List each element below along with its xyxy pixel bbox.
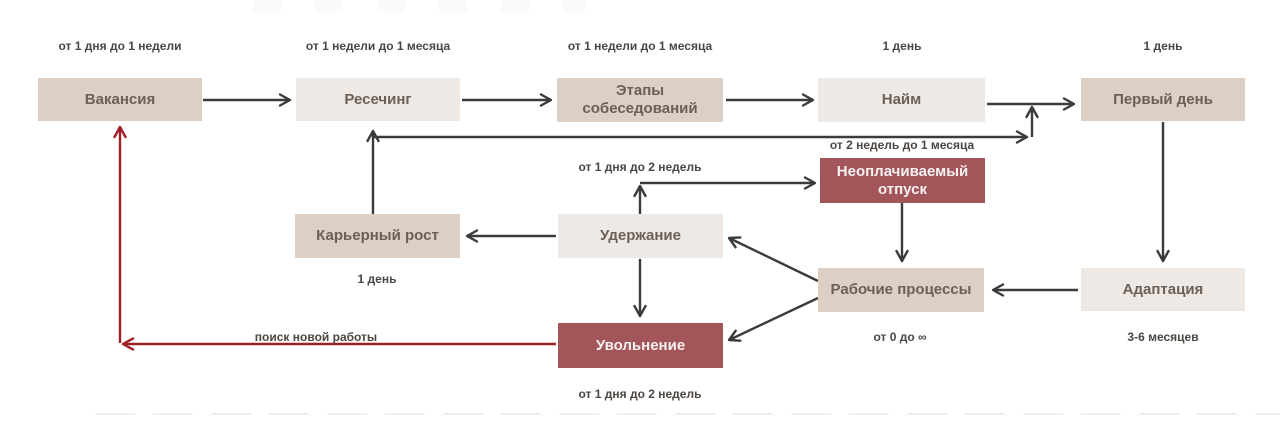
- node-first-day: Первый день: [1081, 78, 1245, 121]
- duration-first-day: 1 день: [1143, 39, 1183, 53]
- node-retention: Удержание: [558, 214, 723, 258]
- duration-work-processes: от 0 до ∞: [873, 330, 927, 344]
- edge-dismissal-vacancy: [113, 125, 556, 351]
- duration-vacancy: от 1 дня до 1 недели: [58, 39, 182, 53]
- node-career-growth: Карьерный рост: [295, 214, 460, 258]
- edge-career-research-hiring: [366, 105, 1039, 214]
- edge-processes-dismissal: [727, 296, 819, 342]
- node-work-processes: Рабочие процессы: [818, 268, 984, 312]
- node-adaptation: Адаптация: [1081, 268, 1245, 311]
- edge-processes-retention: [727, 236, 819, 283]
- bottom-edge-artifact: [95, 413, 1280, 415]
- duration-unpaid-leave: от 2 недель до 1 месяца: [829, 138, 975, 152]
- top-edge-artifact: [253, 0, 585, 12]
- node-unpaid-leave: Неоплачиваемый отпуск: [820, 158, 985, 203]
- node-research: Ресечинг: [296, 78, 460, 121]
- duration-interviews: от 1 недели до 1 месяца: [567, 39, 713, 53]
- node-dismissal: Увольнение: [558, 323, 723, 368]
- node-interviews: Этапы собеседований: [557, 78, 723, 122]
- node-vacancy: Вакансия: [38, 78, 202, 121]
- node-hiring: Найм: [818, 78, 985, 122]
- edge-label-new-job-search: поиск новой работы: [254, 330, 378, 344]
- edge-retention-unpaid: [633, 176, 817, 214]
- duration-dismissal: от 1 дня до 2 недель: [578, 387, 702, 401]
- duration-adaptation: 3-6 месяцев: [1127, 330, 1199, 344]
- duration-hiring: 1 день: [882, 39, 922, 53]
- duration-research: от 1 недели до 1 месяца: [305, 39, 451, 53]
- duration-career-growth: 1 день: [357, 272, 397, 286]
- duration-retention: от 1 дня до 2 недель: [578, 160, 702, 174]
